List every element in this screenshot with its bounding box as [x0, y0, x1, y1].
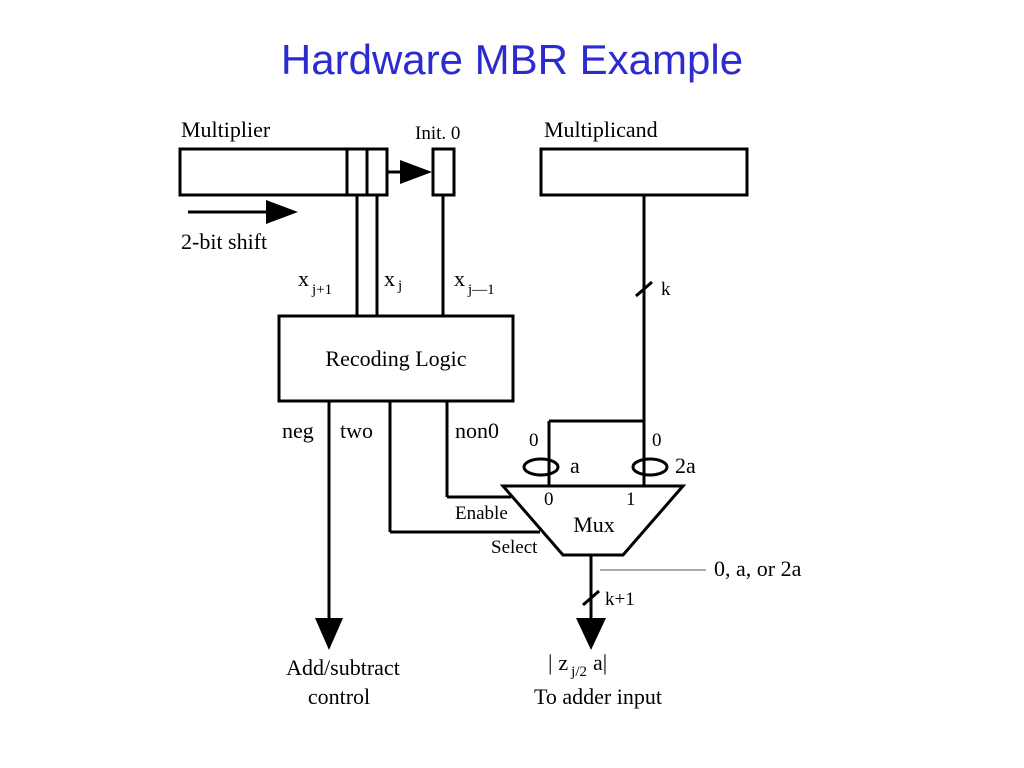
recoding-logic-box [277, 314, 515, 403]
multiplicand-fork [547, 419, 644, 486]
zero-label-right: 0 [652, 430, 662, 451]
addsub-label-line1: Add/subtract [286, 655, 400, 680]
mux-label: Mux [573, 512, 615, 537]
multiplicand-label: Multiplicand [544, 117, 658, 142]
slide-title: Hardware MBR Example [280, 36, 744, 83]
k-slash [635, 280, 653, 298]
adder-label: To adder input [534, 684, 662, 709]
multiplier-label: Multiplier [181, 117, 271, 142]
k1-label: k+1 [605, 589, 635, 610]
init-bit [431, 147, 456, 197]
neg-label: neg [282, 418, 314, 443]
non0-enable-wire [445, 401, 511, 499]
shift-ellipse-a [522, 457, 560, 477]
two-select-wire [388, 401, 540, 534]
recoding-label: Recoding Logic [325, 346, 466, 371]
mux-input-0-label: 0 [544, 489, 554, 510]
shift-ellipse-2a [631, 457, 669, 477]
shift-arrow [188, 200, 298, 224]
shift-into-init-arrow [387, 160, 432, 184]
callout-label: 0, a, or 2a [714, 556, 802, 581]
multiplier-register [178, 147, 389, 197]
mux-block [499, 484, 687, 557]
multiplicand-register [539, 147, 749, 197]
addsub-label-line2: control [308, 684, 370, 709]
k-label: k [661, 279, 671, 300]
enable-label: Enable [455, 503, 508, 524]
k1-slash [582, 589, 600, 607]
a-input-label: a [570, 453, 580, 478]
output-arrowhead [576, 618, 606, 650]
two-label: two [340, 418, 373, 443]
shift-label: 2-bit shift [181, 229, 267, 254]
neg-arrowhead [315, 618, 343, 650]
non0-label: non0 [455, 418, 499, 443]
zero-label-left: 0 [529, 430, 539, 451]
two-a-input-label: 2a [675, 453, 696, 478]
select-label: Select [491, 537, 538, 558]
mux-input-1-label: 1 [626, 489, 636, 510]
init-label: Init. 0 [415, 123, 460, 144]
